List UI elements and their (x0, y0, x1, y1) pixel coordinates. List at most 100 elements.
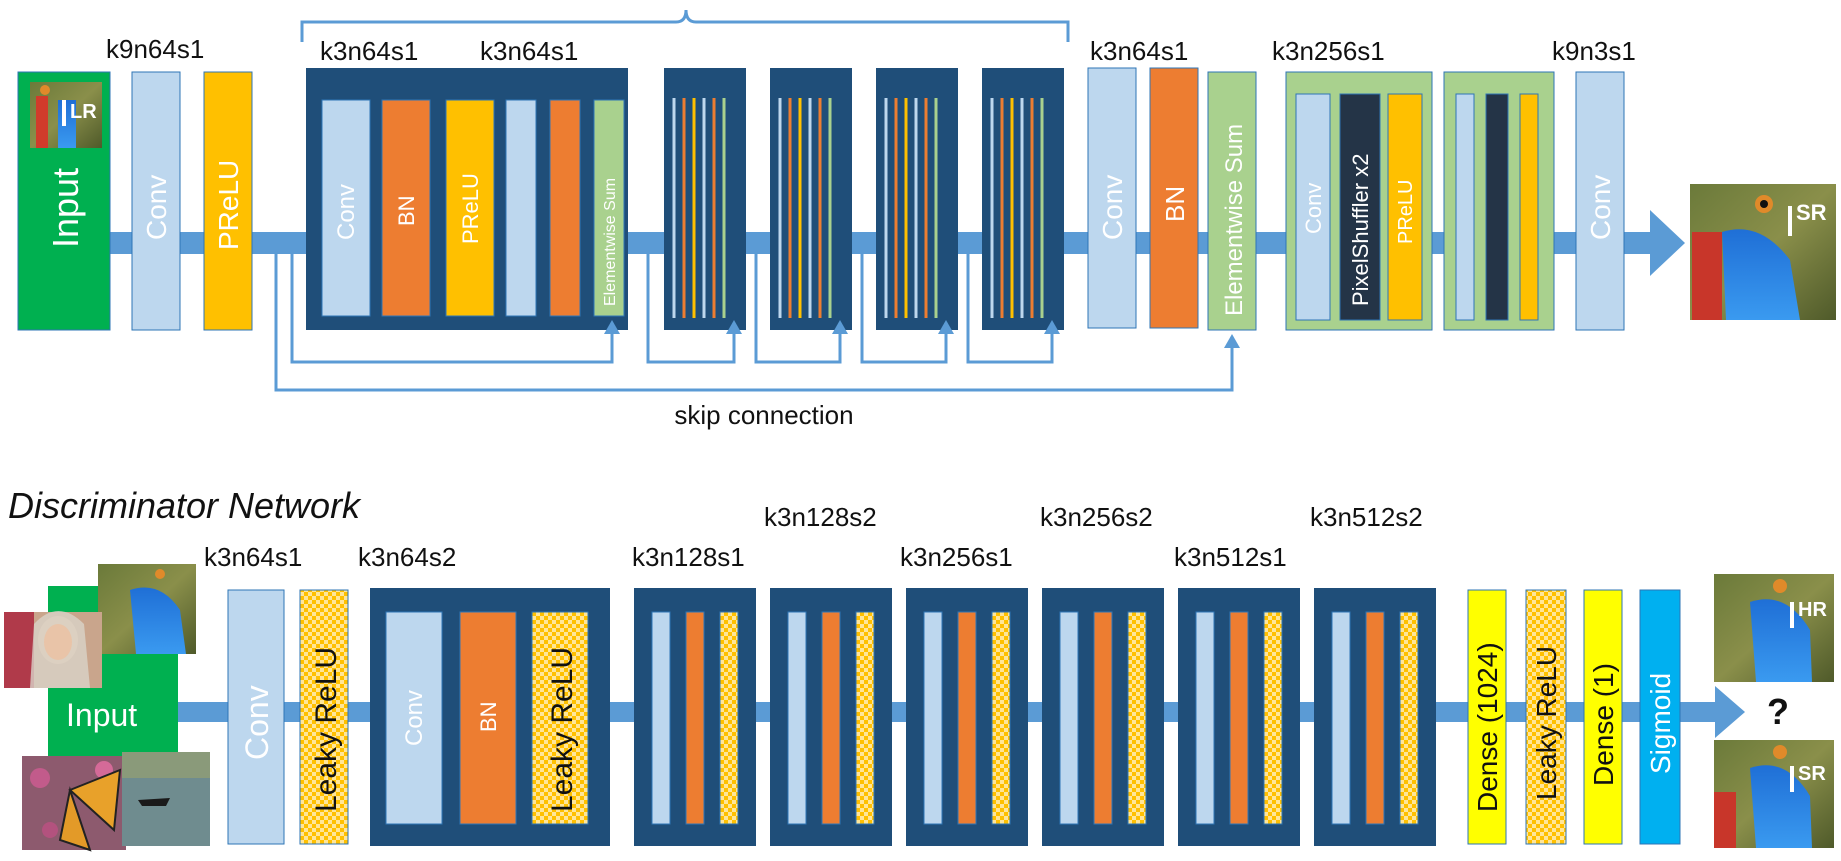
long-skip-arrowhead (1224, 334, 1240, 348)
gen-prelu1-label: PReLU (213, 160, 244, 250)
sr-output-badge: SR (1796, 200, 1827, 225)
residual-block-2 (664, 68, 746, 330)
block-skip-connections (290, 254, 1060, 364)
post-sum-block (1207, 71, 1257, 331)
residual-block-4 (876, 68, 958, 330)
dense-1024-label: Dense (1024) (1472, 642, 1503, 812)
residual-blocks-brace (300, 9, 1070, 42)
gen-prelu1-block (203, 71, 253, 331)
upsample-conv-label: Conv (1301, 183, 1326, 234)
disc-block1-conv (385, 611, 443, 825)
sr-output-thumbnail: SR (1690, 184, 1836, 320)
upsample-shuffler (1339, 93, 1381, 321)
thumb-butterfly (22, 756, 126, 852)
disc-lrelu2-block (1525, 589, 1567, 845)
final-params: k9n3s1 (1552, 36, 1636, 66)
upsample-block-2 (1443, 71, 1555, 331)
dense-1024-block (1467, 589, 1507, 845)
hr-thumbnail: HR (1714, 574, 1834, 682)
discriminator-network: Discriminator Network Input (4, 485, 1834, 852)
discriminator-title: Discriminator Network (8, 485, 362, 526)
post-bn-label: BN (1160, 186, 1190, 222)
post-params: k3n64s1 (1090, 36, 1188, 66)
disc-block-params-6: k3n512s2 (1310, 502, 1423, 532)
upsample-prelu-label: PReLU (1395, 180, 1417, 244)
disc-conv1-label: Conv (239, 685, 275, 760)
post-conv-label: Conv (1097, 175, 1128, 240)
res-sum-label: Elementwise Sum (602, 178, 619, 306)
disc-block1-params: k3n64s2 (358, 542, 456, 572)
res-bn-a-label: BN (394, 195, 419, 226)
res-sum (593, 99, 625, 317)
lr-input-thumbnail: LR (30, 82, 102, 148)
disc-block-5 (1042, 588, 1164, 846)
residual-block-5 (982, 68, 1064, 330)
res-bn-a (381, 99, 431, 317)
post-sum-label: Elementwise Sum (1221, 124, 1248, 316)
res-prelu-label: PReLU (458, 173, 483, 244)
final-conv-label: Conv (1585, 175, 1616, 240)
thumb-mandrill (98, 564, 196, 654)
sr-thumbnail: SR (1714, 740, 1834, 848)
disc-block-6 (1178, 588, 1300, 846)
post-bn-block (1149, 67, 1199, 329)
long-skip-connection (274, 254, 1234, 392)
lr-badge: LR (70, 101, 97, 123)
generator-output-arrowhead (1650, 210, 1685, 276)
disc-block-4 (906, 588, 1028, 846)
dense-1-block (1583, 589, 1623, 845)
disc-block-params-1: k3n128s1 (632, 542, 745, 572)
discriminator-output-arrowhead (1715, 686, 1745, 738)
upsample-shuffler-label: PixelShuffler x2 (1348, 154, 1373, 306)
disc-conv1-params: k3n64s1 (204, 542, 302, 572)
generator-input-label: Input (45, 168, 86, 248)
disc-input-label: Input (66, 697, 137, 733)
res-conv-b (505, 99, 537, 317)
upsample-conv (1295, 93, 1331, 321)
res-conv-a (321, 99, 371, 317)
sigmoid-block (1639, 589, 1681, 845)
disc-block-params-4: k3n256s2 (1040, 502, 1153, 532)
upsample-params: k3n256s1 (1272, 36, 1385, 66)
disc-block1-bn-label: BN (476, 701, 501, 732)
disc-lrelu1-block (299, 589, 349, 845)
disc-block1-lrelu-label: Leaky ReLU (546, 647, 579, 812)
res-bn-b (549, 99, 581, 317)
disc-block1-conv-label: Conv (401, 690, 428, 746)
hr-badge: HR (1798, 599, 1827, 621)
sr-badge: SR (1798, 763, 1826, 785)
gen-conv1-label: Conv (141, 175, 172, 240)
disc-block-params-3: k3n256s1 (900, 542, 1013, 572)
post-conv-block (1087, 67, 1137, 329)
res-params-b: k3n64s1 (480, 36, 578, 66)
res-conv-a-label: Conv (333, 184, 360, 240)
res-params-a: k3n64s1 (320, 36, 418, 66)
discriminator-input-collage: Input (4, 564, 210, 852)
disc-block-3 (770, 588, 892, 846)
upsample-prelu (1387, 93, 1423, 321)
gen-conv1-block (131, 71, 181, 331)
dense-1-label: Dense (1) (1588, 663, 1619, 786)
thumb-portrait (4, 611, 102, 688)
disc-block1-lrelu (531, 611, 589, 825)
disc-block1-bn (459, 611, 517, 825)
residual-block-3 (770, 68, 852, 330)
skip-connection-label: skip connection (674, 400, 853, 430)
gen-conv1-params: k9n64s1 (106, 34, 204, 64)
disc-block-2 (634, 588, 756, 846)
disc-lrelu1-label: Leaky ReLU (310, 647, 343, 812)
final-conv-block (1575, 71, 1625, 331)
res-prelu (445, 99, 495, 317)
sigmoid-label: Sigmoid (1645, 673, 1676, 774)
disc-block-7 (1314, 588, 1436, 846)
disc-block-params-2: k3n128s2 (764, 502, 877, 532)
collapsed-residual-blocks (664, 68, 1064, 330)
generator-network: Input LR k9n64s1 Conv PReLU k3n64s1 k3n6… (17, 9, 1836, 430)
disc-conv1-block (227, 589, 285, 845)
real-or-fake-question: ? (1767, 691, 1789, 732)
thumb-boat (122, 752, 210, 846)
disc-block-params-5: k3n512s1 (1174, 542, 1287, 572)
disc-collapsed-blocks: k3n128s1 k3n128s2 k3n256s1 k3n25 (632, 502, 1436, 846)
disc-lrelu2-label: Leaky ReLU (1531, 646, 1562, 800)
